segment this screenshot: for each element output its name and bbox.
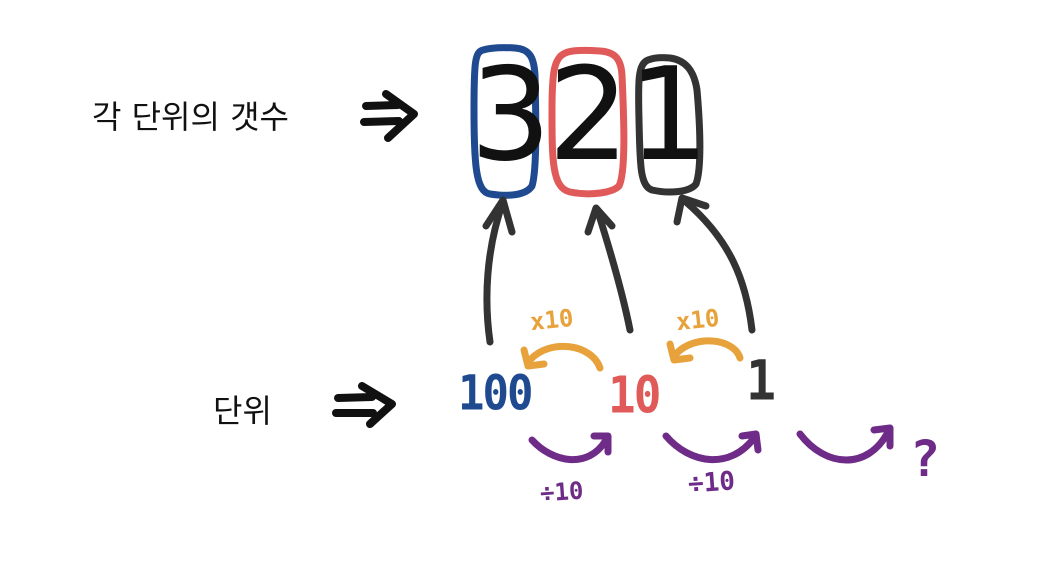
tens-highlight-box [548, 46, 628, 198]
double-arrow-icon [332, 382, 396, 428]
divide-arrow-icon [796, 424, 894, 464]
double-arrow-icon [360, 90, 418, 142]
unit-label: 단위 [213, 392, 272, 430]
ones-digit: 1 [628, 41, 710, 190]
unit-ten: 10 [608, 365, 661, 425]
tens-digit: 2 [548, 41, 630, 190]
divide-ten-label: ÷10 [687, 466, 736, 500]
count-per-unit-label: 각 단위의 갯수 [92, 98, 289, 136]
multiply-ten-label: x10 [528, 303, 575, 337]
question-mark: ? [910, 430, 941, 488]
divide-arrow-icon [662, 430, 762, 464]
hundreds-digit: 3 [470, 41, 552, 190]
hundreds-highlight-box [470, 44, 540, 199]
multiply-arrow-icon [520, 342, 604, 372]
up-arrow-icon [482, 196, 516, 346]
up-arrow-icon [673, 194, 756, 334]
up-arrow-icon [584, 204, 634, 334]
unit-one: 1 [746, 349, 777, 413]
ones-highlight-box [635, 54, 704, 196]
divide-ten-label: ÷10 [539, 476, 585, 508]
divide-arrow-icon [528, 432, 612, 464]
multiply-ten-label: x10 [674, 303, 721, 337]
multiply-arrow-icon [666, 337, 744, 364]
unit-hundred: 100 [458, 365, 533, 422]
